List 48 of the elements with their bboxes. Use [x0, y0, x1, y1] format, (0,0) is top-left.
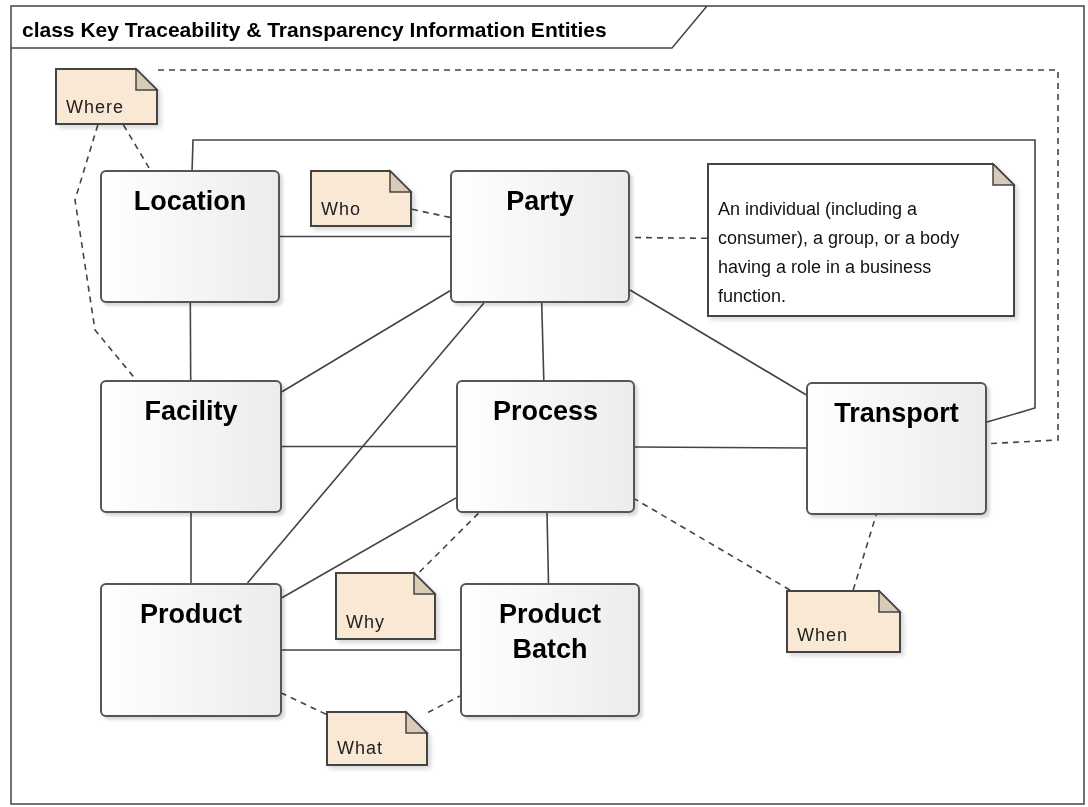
- class-box: [100, 583, 282, 717]
- class-box: [100, 380, 282, 513]
- association-line: [281, 497, 457, 599]
- class-name: Process: [492, 395, 599, 428]
- frame-title: class Key Traceability & Transparency Information Entities: [22, 17, 607, 43]
- note-text: Where: [66, 96, 124, 119]
- association-line: [540, 302, 545, 381]
- note-text: Who: [321, 198, 361, 221]
- note-link: [418, 512, 480, 573]
- note: [326, 711, 428, 766]
- class-name: Transport: [834, 397, 959, 430]
- note-text: What: [337, 737, 383, 760]
- note-text: Why: [346, 611, 385, 634]
- note-link: [157, 69, 1059, 445]
- association-line: [281, 445, 457, 448]
- class-box: [460, 583, 640, 717]
- note-text: An individual (including a consumer), a group, or a body having a role in a business function.: [718, 198, 961, 308]
- class-name: Party: [506, 185, 574, 218]
- association-line: [279, 235, 451, 238]
- note-link: [634, 498, 791, 591]
- note-link: [427, 695, 461, 714]
- note-link: [122, 124, 152, 171]
- association-line: [191, 139, 1036, 423]
- note-text: When: [797, 624, 849, 647]
- note-link: [411, 208, 451, 219]
- note-link: [852, 514, 877, 591]
- association-line: [190, 512, 192, 584]
- association-line: [281, 649, 461, 651]
- note-link: [281, 692, 327, 715]
- class-box: [100, 170, 280, 303]
- note: [707, 163, 1015, 317]
- association-line: [281, 289, 451, 393]
- association-line: [629, 289, 807, 396]
- note: [786, 590, 901, 653]
- class-name: Location: [133, 185, 247, 218]
- class-box: [456, 380, 635, 513]
- association-line: [634, 446, 807, 449]
- class-name: Facility: [144, 395, 238, 428]
- association-line: [246, 302, 485, 584]
- note: [310, 170, 412, 227]
- note: [335, 572, 436, 640]
- class-box: [806, 382, 987, 515]
- association-line: [189, 302, 192, 381]
- class-name: Product Batch: [498, 598, 602, 667]
- note: [55, 68, 158, 125]
- association-line: [546, 512, 550, 584]
- class-name: Product: [140, 598, 242, 631]
- class-box: [450, 170, 630, 303]
